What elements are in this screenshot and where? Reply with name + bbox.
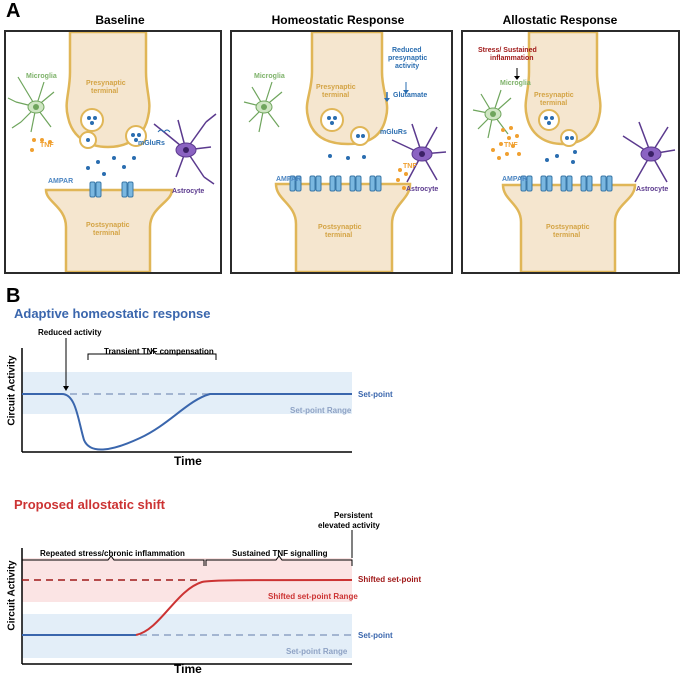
label-mglurs-1: mGluRs	[138, 140, 165, 147]
label-postsyn-1a: Postsynaptic	[86, 222, 130, 229]
panel-a-letter: A	[6, 0, 21, 22]
label-tnf-1: TNF	[40, 142, 54, 149]
transient-label: Transient TNF compensation	[104, 347, 214, 356]
label-mglurs-2: mGluRs	[380, 129, 407, 136]
homeostatic-note-1: Reduced	[392, 47, 422, 54]
persistent-label-1: Persistent	[334, 511, 373, 520]
adaptive-graph	[21, 338, 352, 453]
label-glutamate: Glutamate	[393, 92, 428, 99]
activity-curve	[22, 393, 352, 451]
persistent-label-2: elevated activity	[318, 521, 380, 530]
label-astrocyte-2: Astrocyte	[406, 186, 439, 193]
label-presyn-3a: Presynaptic	[534, 92, 574, 99]
label-ampar-1: AMPAR	[48, 178, 74, 185]
label-presyn-1b: terminal	[91, 88, 119, 95]
homeostatic-note-3: activity	[395, 63, 420, 70]
setpoint-range-label-bottom: Set-point Range	[286, 647, 348, 656]
label-postsyn-2a: Postsynaptic	[318, 224, 362, 231]
allostatic-graph	[21, 530, 353, 665]
panel-title-allostatic: Allostatic Response	[502, 13, 618, 27]
repeated-label: Repeated stress/chronic inflammation	[40, 549, 185, 558]
label-ampar-3: AMPAR	[502, 176, 528, 183]
label-presyn-3b: terminal	[540, 100, 568, 107]
homeostatic-synapse-illustration	[243, 30, 447, 274]
label-astrocyte-3: Astrocyte	[636, 186, 669, 193]
setpoint-label-top: Set-point	[358, 390, 393, 399]
allostatic-note-2: inflammation	[490, 55, 534, 62]
label-postsyn-2b: terminal	[325, 232, 353, 239]
setpoint-range-label-top: Set-point Range	[290, 406, 352, 415]
shift-curve	[135, 579, 353, 636]
allostatic-synapse-illustration	[472, 30, 676, 274]
panel-title-homeostatic: Homeostatic Response	[271, 13, 405, 27]
repeated-bracket	[21, 555, 205, 566]
label-tnf-3: TNF	[504, 142, 518, 149]
label-microglia-2: Microglia	[254, 73, 285, 80]
label-astrocyte-1: Astrocyte	[172, 188, 205, 195]
label-ampar-2: AMPAR	[276, 176, 302, 183]
setpoint-label-bottom: Set-point	[358, 631, 393, 640]
adaptive-title: Adaptive homeostatic response	[14, 306, 211, 321]
xlabel-top: Time	[174, 454, 202, 468]
sustained-bracket	[205, 555, 353, 566]
transient-bracket	[87, 349, 217, 360]
panel-b-letter: B	[6, 285, 21, 307]
allostatic-panel	[461, 30, 680, 274]
shifted-range-label: Shifted set-point Range	[268, 592, 358, 601]
homeostatic-panel	[230, 30, 453, 274]
label-postsyn-1b: terminal	[93, 230, 121, 237]
ylabel-top: Circuit Activity	[6, 355, 18, 426]
ylabel-bottom: Circuit Activity	[6, 560, 18, 631]
baseline-panel	[4, 30, 222, 274]
label-tnf-2: TNF	[403, 163, 417, 170]
homeostatic-note-2: presynaptic	[388, 55, 428, 62]
label-postsyn-3b: terminal	[553, 232, 581, 239]
label-presyn-2b: terminal	[322, 92, 350, 99]
label-presyn-1a: Presynaptic	[86, 80, 126, 87]
label-presyn-2a: Presynaptic	[316, 84, 356, 91]
xlabel-bottom: Time	[174, 662, 202, 676]
label-microglia-1: Microglia	[26, 73, 57, 80]
shifted-setpoint-label: Shifted set-point	[358, 575, 422, 584]
label-postsyn-3a: Postsynaptic	[546, 224, 590, 231]
label-microglia-3: Microglia	[500, 80, 531, 87]
panel-title-baseline: Baseline	[95, 13, 145, 27]
allostatic-title: Proposed allostatic shift	[14, 497, 165, 512]
reduced-activity-label: Reduced activity	[38, 328, 102, 337]
sustained-label: Sustained TNF signalling	[232, 549, 328, 558]
baseline-synapse-illustration	[7, 30, 217, 274]
allostatic-note-1: Stress/ Sustained	[478, 47, 537, 54]
